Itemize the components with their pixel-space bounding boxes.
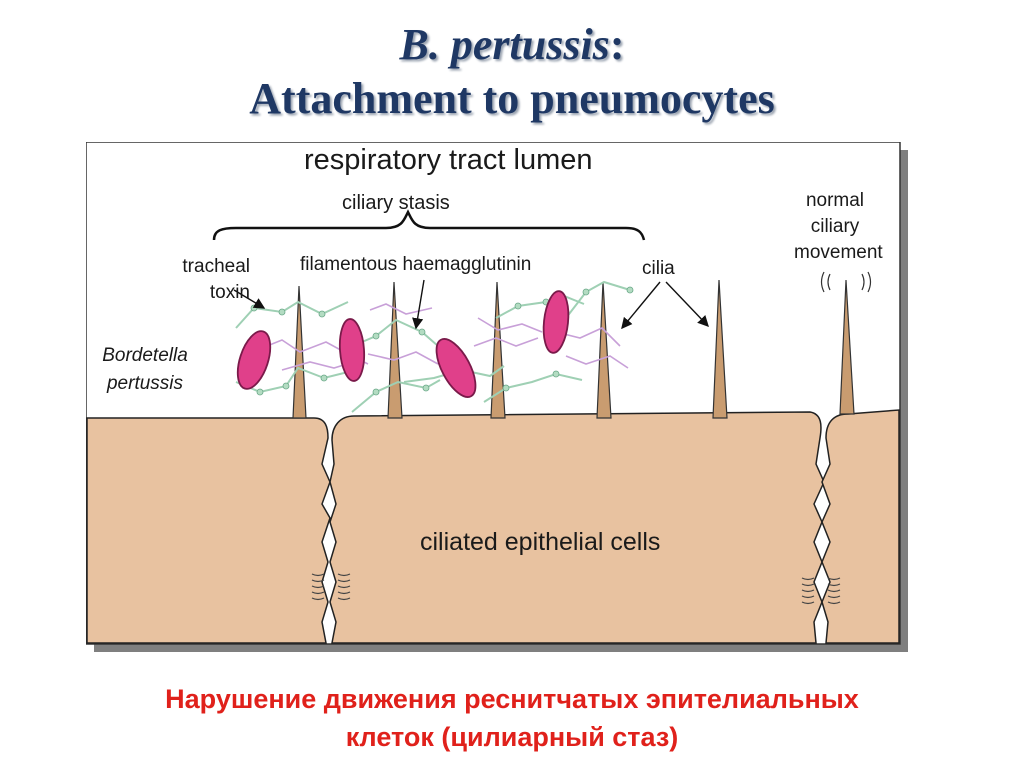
normal-movement-label: normal ciliary movement: [794, 188, 883, 266]
bacterium: [542, 290, 570, 354]
normal-movement-line1: normal: [805, 190, 865, 211]
attachment-diagram: respiratory tract lumen ciliary stasis n…: [86, 142, 908, 652]
bacterium: [236, 330, 272, 390]
cilia-group: [292, 279, 855, 419]
bacterium: [435, 338, 477, 398]
cilium: [712, 279, 728, 419]
bacteria: [236, 290, 570, 398]
epithelial-cell-left: [86, 417, 331, 644]
bordetella-line1: Bordetella: [102, 345, 188, 366]
cilium-moving: [839, 279, 855, 415]
epithelial-cell-right: [821, 409, 900, 644]
bacterium: [338, 318, 366, 382]
caption-line2: клеток (цилиарный стаз): [345, 722, 679, 752]
lumen-label: respiratory tract lumen: [304, 144, 593, 176]
cell-junctions: [311, 573, 841, 605]
fha-label: filamentous haemagglutinin: [300, 254, 532, 275]
arrow-fha: [412, 279, 425, 330]
normal-movement-line3: movement: [794, 242, 883, 263]
label-arrows: [233, 279, 709, 330]
slide-title-line2: Attachment to pneumocytes: [249, 74, 775, 123]
arrow-tracheal-toxin: [233, 289, 266, 309]
normal-movement-line2: ciliary: [810, 216, 860, 237]
slide-title-line1: B. pertussis:: [0, 20, 1024, 70]
bordetella-line2: pertussis: [106, 373, 184, 394]
arrow-cilia-1: [621, 281, 661, 330]
fha-nodes: [250, 286, 634, 396]
cilium: [596, 281, 612, 419]
cilium: [490, 281, 506, 419]
epithelial-cells-label: ciliated epithelial cells: [420, 528, 661, 556]
arrow-cilia-2: [665, 281, 709, 328]
cilia-label: cilia: [642, 258, 675, 279]
caption-line1: Нарушение движения реснитчатых эпителиал…: [165, 684, 859, 714]
ciliary-stasis-label: ciliary stasis: [342, 192, 450, 214]
motion-marks: [820, 271, 872, 293]
title-species: B. pertussis: [399, 20, 610, 69]
tracheal-toxin-line2: toxin: [209, 282, 250, 303]
tracheal-toxin-label: tracheal toxin: [160, 254, 250, 306]
diagram-canvas: [86, 142, 908, 652]
tracheal-toxin-line1: tracheal: [182, 256, 250, 277]
ciliary-stasis-brace: [212, 209, 646, 241]
bordetella-label: Bordetella pertussis: [86, 342, 204, 398]
title-colon: :: [609, 20, 625, 69]
